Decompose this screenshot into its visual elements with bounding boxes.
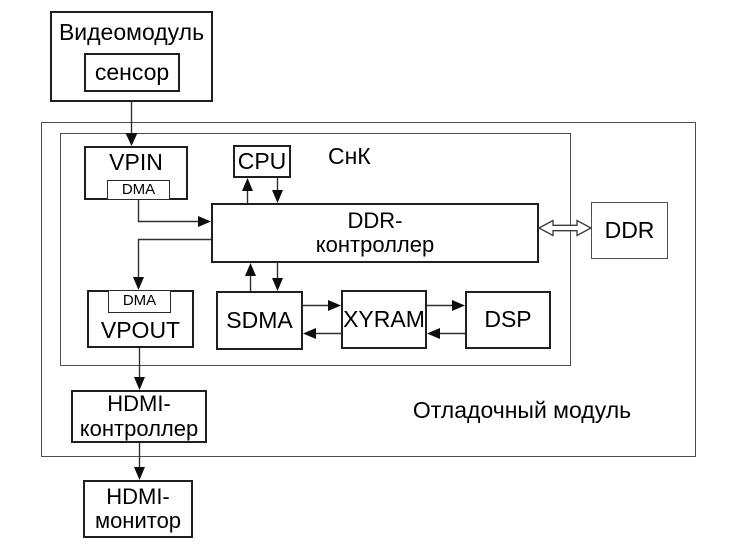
- arrowhead-hdmictl-to-hdmimon: [134, 467, 145, 480]
- vpout-label: VPOUT: [100, 316, 181, 343]
- vpout-box: VPOUT: [87, 290, 194, 348]
- hdmi-controller-label-line1: HDMI-: [107, 391, 171, 417]
- dsp-label: DSP: [484, 306, 532, 333]
- hdmi-monitor-box: HDMI- монитор: [83, 480, 193, 538]
- sensor-box: сенсор: [84, 53, 180, 92]
- vpout-dma-label: DMA: [122, 292, 157, 310]
- ddr-box: DDR: [591, 202, 668, 259]
- hdmi-controller-box: HDMI- контроллер: [71, 390, 207, 443]
- debug-module-box: [41, 122, 696, 457]
- ddr-controller-label-line2: контроллер: [315, 232, 435, 257]
- videomodule-label: Видеомодуль: [58, 19, 205, 45]
- vpout-dma-box: DMA: [108, 290, 171, 313]
- vpin-label: VPIN: [109, 149, 163, 175]
- cpu-label: CPU: [237, 147, 287, 174]
- soc-label: СнК: [328, 143, 371, 169]
- soc-box: [60, 133, 571, 366]
- vpin-dma-label: DMA: [121, 180, 156, 198]
- hdmi-monitor-label-line2: монитор: [94, 508, 182, 533]
- ddr-controller-label-line1: DDR-: [347, 207, 403, 233]
- debug-module-label: Отладочный модуль: [412, 397, 632, 423]
- dsp-box: DSP: [465, 291, 551, 349]
- ddr-label: DDR: [604, 216, 655, 243]
- xyram-box: XYRAM: [341, 290, 427, 349]
- sensor-label: сенсор: [94, 58, 170, 85]
- xyram-label: XYRAM: [343, 305, 425, 332]
- sdma-label: SDMA: [226, 306, 293, 333]
- cpu-box: CPU: [233, 145, 291, 178]
- vpin-dma-box: DMA: [107, 180, 170, 200]
- sdma-box: SDMA: [216, 291, 303, 350]
- hdmi-monitor-label-line1: HDMI-: [106, 483, 170, 509]
- ddr-controller-box: DDR- контроллер: [211, 203, 539, 263]
- hdmi-controller-label-line2: контроллер: [79, 415, 199, 441]
